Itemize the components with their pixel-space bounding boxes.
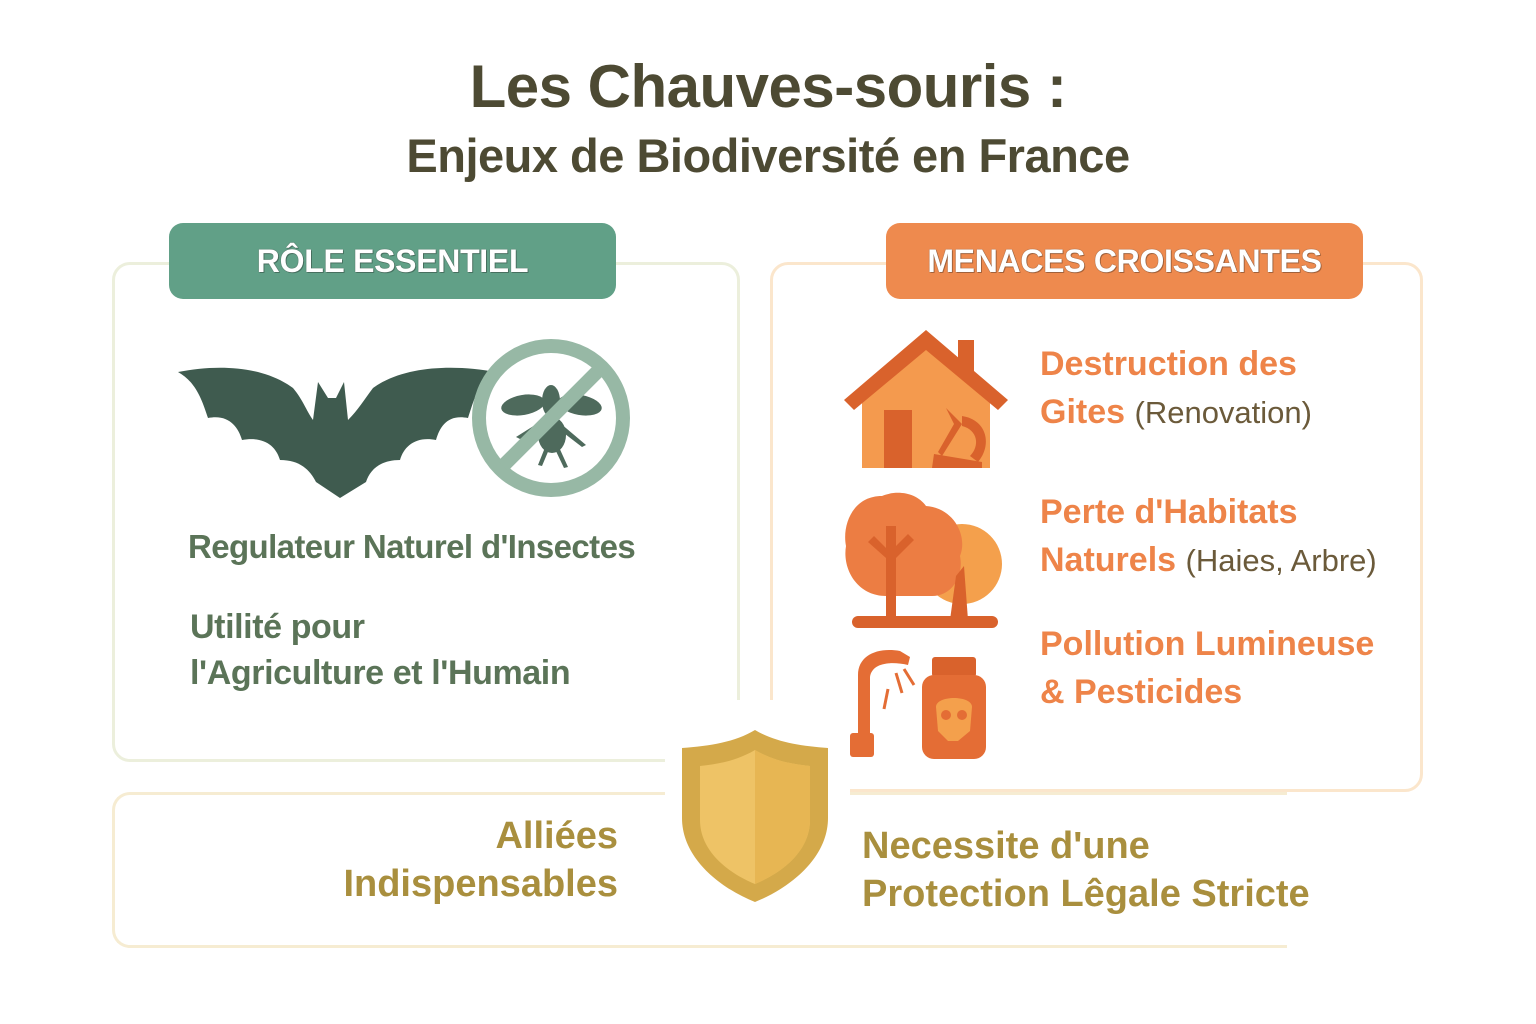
shield-icon bbox=[682, 730, 828, 902]
no-insect-icon bbox=[472, 339, 630, 497]
utility-line-1: Utilité pour bbox=[190, 608, 365, 646]
bat-icon bbox=[178, 367, 496, 498]
streetlight-pesticide-icon bbox=[850, 650, 986, 759]
allies-text: Alliées Indispensables bbox=[343, 812, 618, 908]
threat-1-line-2: Gites (Renovation) bbox=[1040, 388, 1312, 437]
threat-item-2: Perte d'Habitats Naturels (Haies, Arbre) bbox=[1040, 488, 1377, 585]
insect-regulator-text: Regulateur Naturel d'Insectes bbox=[188, 528, 636, 565]
utility-line-2: l'Agriculture et l'Humain bbox=[190, 654, 571, 692]
threat-1-sub: (Renovation) bbox=[1134, 395, 1312, 430]
allies-line-1: Alliées bbox=[495, 815, 618, 857]
title-line-1: Les Chauves-souris : bbox=[469, 53, 1067, 120]
house-renovation-icon bbox=[844, 330, 1008, 468]
utility-text: Utilité pour l'Agriculture et l'Humain bbox=[190, 604, 571, 696]
threat-3-line-1: Pollution Lumineuse bbox=[1040, 625, 1375, 663]
protection-text: Necessite d'une Protection Lêgale Strict… bbox=[862, 822, 1310, 918]
threat-item-3: Pollution Lumineuse & Pesticides bbox=[1040, 620, 1374, 716]
threat-1-main: Gites bbox=[1040, 393, 1126, 431]
threat-2-sub: (Haies, Arbre) bbox=[1185, 543, 1377, 578]
trees-icon bbox=[845, 492, 1002, 628]
threat-2-line-1: Perte d'Habitats bbox=[1040, 493, 1298, 531]
protection-line-2: Protection Lêgale Stricte bbox=[862, 873, 1310, 915]
threat-item-1: Destruction des Gites (Renovation) bbox=[1040, 340, 1312, 437]
protection-line-1: Necessite d'une bbox=[862, 825, 1150, 867]
role-badge: RÔLE ESSENTIEL bbox=[169, 223, 616, 299]
threat-2-line-2: Naturels (Haies, Arbre) bbox=[1040, 536, 1377, 585]
threat-3-line-2: & Pesticides bbox=[1040, 673, 1243, 711]
threat-2-main: Naturels bbox=[1040, 541, 1177, 579]
threats-badge: MENACES CROISSANTES bbox=[886, 223, 1363, 299]
allies-line-2: Indispensables bbox=[343, 863, 618, 905]
threat-1-line-1: Destruction des bbox=[1040, 345, 1297, 383]
title-line-2: Enjeux de Biodiversité en France bbox=[406, 129, 1130, 182]
